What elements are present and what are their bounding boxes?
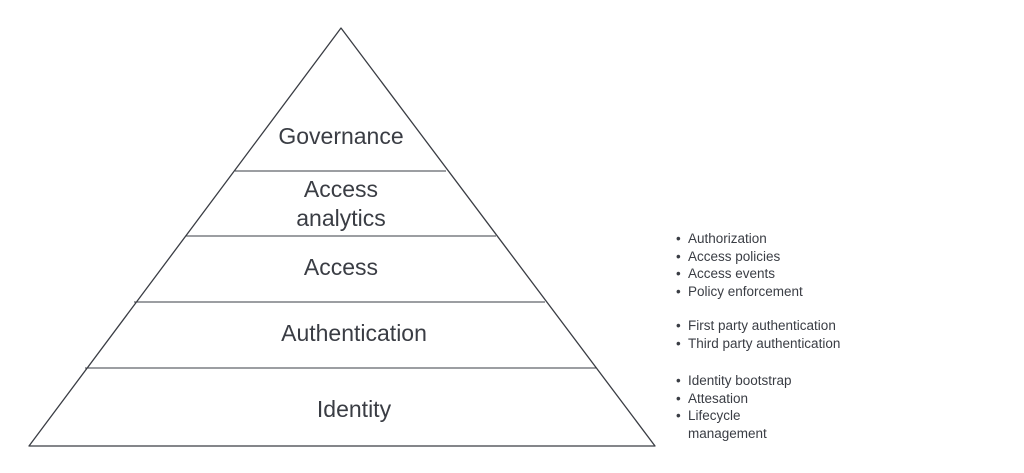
list-item: Identity bootstrap	[676, 372, 798, 390]
list-item: First party authentication	[676, 317, 840, 335]
tier-identity-label: Identity	[317, 396, 392, 422]
tier-authentication-label: Authentication	[281, 320, 427, 346]
list-item: Authorization	[676, 230, 803, 248]
authentication-details-list: First party authentication Third party a…	[676, 317, 840, 352]
list-item: Lifecycle management	[676, 407, 798, 442]
pyramid-outline	[28, 27, 656, 447]
tier-access-analytics-label-line-1: Access	[304, 176, 378, 202]
identity-details-list: Identity bootstrap Attesation Lifecycle …	[676, 372, 798, 442]
list-item: Policy enforcement	[676, 283, 803, 301]
list-item: Access policies	[676, 248, 803, 266]
list-item: Attesation	[676, 390, 798, 408]
tier-access-label: Access	[304, 254, 378, 280]
list-item: Access events	[676, 265, 803, 283]
access-details-list: Authorization Access policies Access eve…	[676, 230, 803, 300]
list-item: Third party authentication	[676, 335, 840, 353]
tier-access-analytics-label-line-2: analytics	[296, 205, 385, 231]
tier-governance-label: Governance	[278, 123, 403, 149]
